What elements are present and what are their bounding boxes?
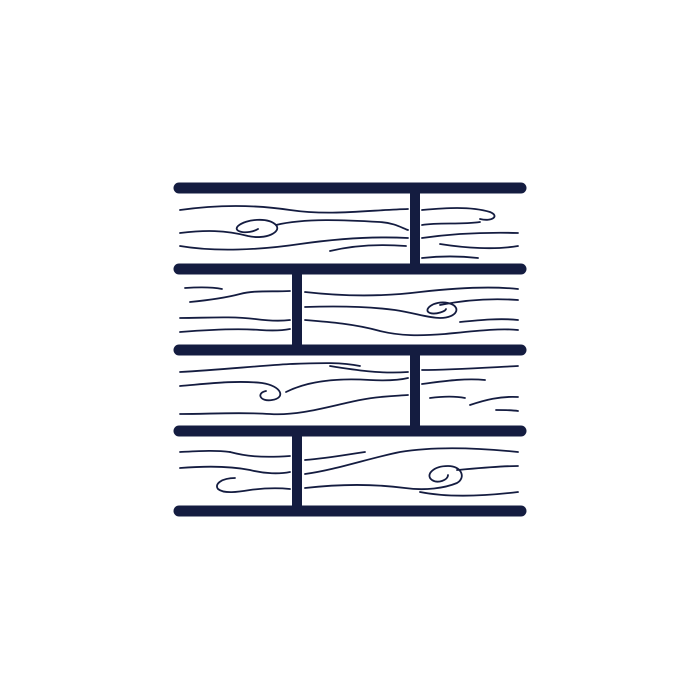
grain-line [329,365,409,374]
grain-line [179,465,291,475]
grain-line [421,378,486,385]
grain-line [285,377,409,393]
grain-line [421,365,519,371]
grain-knot [179,381,282,402]
grain-line [329,244,407,252]
grain-knot [216,477,291,494]
plank-joints [292,188,420,511]
grain-line [179,449,231,453]
grain-line [495,409,519,412]
grain-line [179,394,409,416]
grain-line [421,231,519,239]
grain-line [421,207,496,221]
grain-line [304,319,519,337]
grain-line [304,451,366,461]
grain-line [421,255,479,259]
grain-line [184,286,223,290]
grain-line [439,298,519,306]
grain-line [456,465,519,471]
grain-line [439,243,519,250]
grain-line [469,395,519,406]
grain-line [229,451,291,458]
grain-knot [304,465,463,491]
wood-grain [179,204,519,497]
plank-separators [173,182,527,517]
grain-line [179,362,361,373]
grain-line [275,219,409,231]
grain-line [304,447,519,475]
grain-line [421,221,481,226]
grain-line [419,491,519,497]
grain-line [179,236,409,251]
grain-line [459,318,519,323]
grain-knot [179,218,279,238]
grain-line [179,204,409,214]
grain-line [429,395,466,399]
grain-line [179,328,291,333]
grain-knot [304,301,458,319]
grain-line [304,286,519,297]
grain-line [179,316,291,322]
grain-line [189,290,291,303]
